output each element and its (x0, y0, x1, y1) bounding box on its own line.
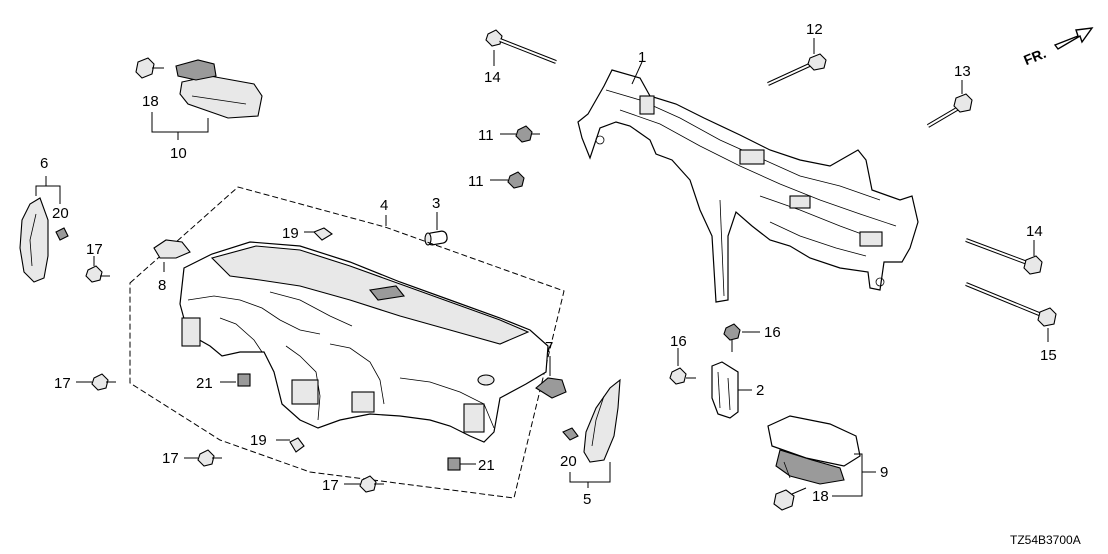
callout-17-a: 17 (86, 241, 103, 258)
callout-11-upper: 11 (478, 127, 494, 144)
bolt-part-11-upper (515, 125, 540, 143)
callout-18-top: 18 (142, 93, 159, 110)
callout-8: 8 (158, 277, 166, 294)
callout-16-left: 16 (670, 333, 687, 350)
callout-7: 7 (545, 339, 553, 356)
diagram-code: TZ54B3700A (1010, 533, 1081, 547)
callout-13: 13 (954, 63, 971, 80)
bolt-part-17-b (91, 373, 116, 391)
callout-4: 4 (380, 197, 388, 214)
bolt-part-14-upper (485, 29, 557, 64)
clip-part-20-right (562, 427, 579, 441)
callout-17-d: 17 (322, 477, 339, 494)
bolt-part-13 (926, 93, 973, 128)
callout-5: 5 (583, 491, 591, 508)
callout-14-upper: 14 (484, 69, 501, 86)
vent-part-8 (153, 239, 191, 259)
module-part-10 (175, 59, 263, 119)
bolt-part-11-lower (507, 171, 525, 189)
callout-11-lower: 11 (468, 173, 484, 190)
instrument-panel-outline (129, 186, 565, 499)
callout-14-lower: 14 (1026, 223, 1043, 240)
callout-2: 2 (756, 382, 764, 399)
bolt-part-16-right (723, 323, 741, 352)
clip-part-21-right (447, 457, 461, 471)
callout-3: 3 (432, 195, 440, 212)
instrument-panel (179, 241, 549, 443)
callout-6: 6 (40, 155, 48, 172)
vent-part-7 (535, 377, 567, 399)
callout-17-b: 17 (54, 375, 71, 392)
arrow-right-icon (1053, 27, 1094, 50)
clip-part-20-left (55, 227, 69, 241)
callout-21-right: 21 (478, 457, 495, 474)
callout-19-lower: 19 (250, 432, 267, 449)
bolt-part-18-bottom (773, 487, 807, 511)
side-cover-right (583, 378, 621, 463)
bolt-part-14-lower (965, 238, 1043, 275)
passenger-airbag (767, 415, 861, 485)
bolt-part-17-d (359, 475, 384, 493)
callout-15: 15 (1040, 347, 1057, 364)
callout-21-left: 21 (196, 375, 213, 392)
steering-hanger-beam (577, 69, 919, 303)
bolt-part-18-top (135, 57, 164, 79)
callout-10: 10 (170, 145, 187, 162)
bolt-part-12 (767, 53, 827, 86)
side-cover-left (19, 197, 49, 283)
callout-12: 12 (806, 21, 823, 38)
callout-17-c: 17 (162, 450, 179, 467)
fr-direction-indicator: FR. (1021, 27, 1094, 68)
bracket-part-2 (711, 361, 739, 419)
bolt-part-16-left (669, 367, 696, 385)
callout-19-upper: 19 (282, 225, 299, 242)
bolt-part-17-c (197, 449, 222, 467)
bolt-part-15 (965, 282, 1057, 327)
clip-part-21-left (237, 373, 251, 387)
callout-16-right: 16 (764, 324, 781, 341)
fr-label: FR. (1021, 45, 1048, 68)
clip-part-19-lower (289, 437, 305, 453)
callout-20-left: 20 (52, 205, 69, 222)
callout-20-right: 20 (560, 453, 577, 470)
callout-9: 9 (880, 464, 888, 481)
pin-part-3 (424, 230, 448, 246)
bolt-part-17-a (85, 265, 110, 283)
clip-part-19-upper (313, 227, 333, 241)
callout-18-bottom: 18 (812, 488, 829, 505)
callout-1: 1 (638, 49, 646, 66)
